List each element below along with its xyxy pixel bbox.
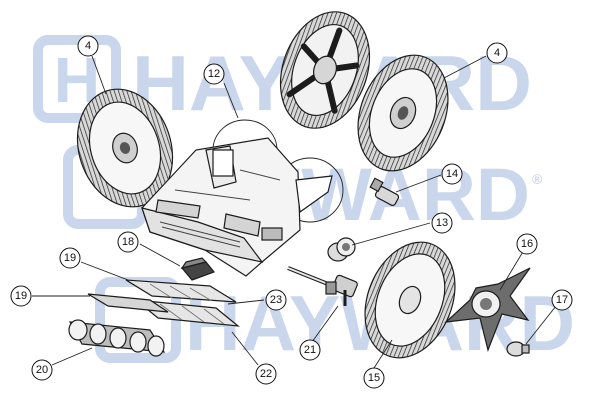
wheel-right <box>357 54 449 172</box>
callout-label: 20 <box>36 364 48 376</box>
callout-label: 13 <box>436 217 448 229</box>
callout-label: 16 <box>521 238 533 250</box>
part-18-clip <box>180 257 215 281</box>
callout-19-lower: 19 <box>10 285 32 307</box>
callout-13: 13 <box>431 212 453 234</box>
callout-label: 21 <box>304 344 316 356</box>
callout-18: 18 <box>117 231 139 253</box>
callout-label: 17 <box>556 294 568 306</box>
callout-22: 22 <box>255 363 277 385</box>
part-13-bearing <box>327 237 356 262</box>
callout-label: 12 <box>208 68 220 80</box>
callout-17: 17 <box>551 289 573 311</box>
part-14-axle-bushing <box>369 177 400 207</box>
chassis-ribs <box>159 169 281 248</box>
wheel-left <box>76 88 174 208</box>
callout-20: 20 <box>31 359 53 381</box>
watermark-logo-box <box>33 35 121 123</box>
callout-label: 22 <box>260 368 272 380</box>
callout-12: 12 <box>203 63 225 85</box>
wheel-bottom <box>364 241 456 359</box>
callout-15: 15 <box>363 367 385 389</box>
callout-23: 23 <box>265 289 287 311</box>
callout-19-upper: 19 <box>59 247 81 269</box>
part-23-lower-strip <box>134 299 240 327</box>
callout-4-right: 4 <box>486 42 508 64</box>
chassis-body <box>141 137 333 277</box>
callout-label: 14 <box>446 168 458 180</box>
callout-label: 19 <box>15 290 27 302</box>
callout-14: 14 <box>441 163 463 185</box>
part-16-spoked-hub <box>444 267 531 352</box>
part-19-upper-strip <box>125 279 237 303</box>
callout-label: 19 <box>64 252 76 264</box>
callout-label: 4 <box>494 47 500 59</box>
callout-label: 4 <box>85 40 91 52</box>
callout-21: 21 <box>299 339 321 361</box>
leader-lines <box>32 55 557 369</box>
callout-label: 15 <box>368 372 380 384</box>
part-20-roller-assembly <box>68 293 169 357</box>
callout-markers: 4 4 12 14 13 16 18 19 19 23 21 15 17 20 … <box>10 35 573 389</box>
callout-4-left: 4 <box>77 35 99 57</box>
callout-label: 18 <box>122 236 134 248</box>
part-21-drive-shaft <box>287 266 358 306</box>
part-17-cap <box>506 341 530 357</box>
wheel-rear-top <box>279 11 371 129</box>
callout-16: 16 <box>516 233 538 255</box>
callout-label: 23 <box>270 294 282 306</box>
watermark-registered: ® <box>532 171 543 187</box>
